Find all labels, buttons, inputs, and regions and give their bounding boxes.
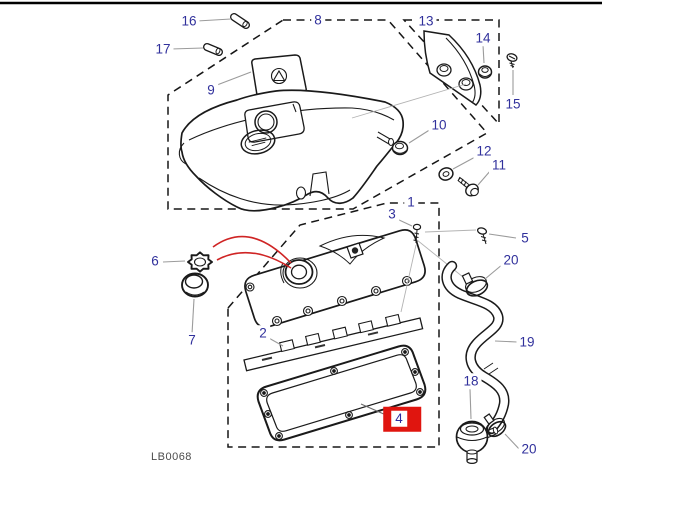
callout-18[interactable]: 18 (460, 373, 482, 389)
hose-clamp-upper (461, 272, 489, 297)
gasket (256, 344, 427, 442)
callout-20-20[interactable]: 20 (518, 441, 540, 457)
callout-19[interactable]: 19 (516, 334, 538, 350)
callout-10[interactable]: 10 (428, 117, 450, 133)
assembly-line-bracket (351, 83, 467, 119)
grommet-14 (477, 65, 493, 79)
screw-15 (506, 53, 518, 69)
screw-5 (476, 227, 488, 245)
camshaft-cover (244, 229, 426, 328)
callout-8[interactable]: 8 (311, 12, 325, 28)
assembly-line-bolt3 (400, 244, 417, 313)
filler-cap-seal (181, 272, 209, 298)
hose-clamp-lower (483, 413, 507, 438)
grommet-10 (391, 140, 409, 156)
cover-stud (376, 131, 394, 146)
callout-16[interactable]: 16 (178, 13, 200, 29)
leader-lines (162, 18, 522, 452)
engine-cover (178, 54, 405, 212)
cover-bolt-3 (412, 223, 422, 244)
red-pointer-arrows (212, 235, 292, 269)
callout-4[interactable]: 4 (383, 406, 421, 432)
diagram-code-label: LB0068 (151, 451, 192, 463)
assembly-line-screw5 (424, 229, 477, 233)
callout-14[interactable]: 14 (472, 30, 494, 46)
callout-13[interactable]: 13 (415, 13, 437, 29)
pin-17 (203, 43, 223, 56)
callout-9[interactable]: 9 (204, 82, 218, 98)
callout-2[interactable]: 2 (256, 325, 270, 341)
washer-12 (438, 167, 454, 181)
oil-filler-cap (187, 251, 213, 273)
filler-neck (280, 257, 318, 289)
filler-recess (244, 101, 305, 143)
pin-16 (230, 13, 250, 29)
callout-3[interactable]: 3 (385, 206, 399, 222)
group-box-acoustic-cover (167, 19, 489, 210)
breather-valve (455, 420, 499, 465)
callout-highlight-number: 4 (391, 410, 407, 427)
group-box-camshaft-cover (227, 202, 440, 448)
recycle-icon (270, 67, 288, 85)
callout-17[interactable]: 17 (152, 41, 174, 57)
group-box-bracket (402, 19, 500, 126)
breather-hose (441, 260, 510, 435)
callout-12[interactable]: 12 (473, 143, 495, 159)
bolt-11 (457, 176, 479, 197)
callout-5[interactable]: 5 (518, 230, 532, 246)
baffle-plate (243, 313, 424, 372)
brand-badge-oval (240, 129, 276, 155)
callout-1[interactable]: 1 (404, 194, 418, 210)
callout-7[interactable]: 7 (185, 332, 199, 348)
callout-15[interactable]: 15 (502, 96, 524, 112)
callout-20-13[interactable]: 20 (500, 252, 522, 268)
mounting-bracket (423, 30, 482, 106)
callout-11[interactable]: 11 (488, 157, 510, 173)
callout-6[interactable]: 6 (148, 253, 162, 269)
assembly-line-hose-port (416, 239, 464, 278)
